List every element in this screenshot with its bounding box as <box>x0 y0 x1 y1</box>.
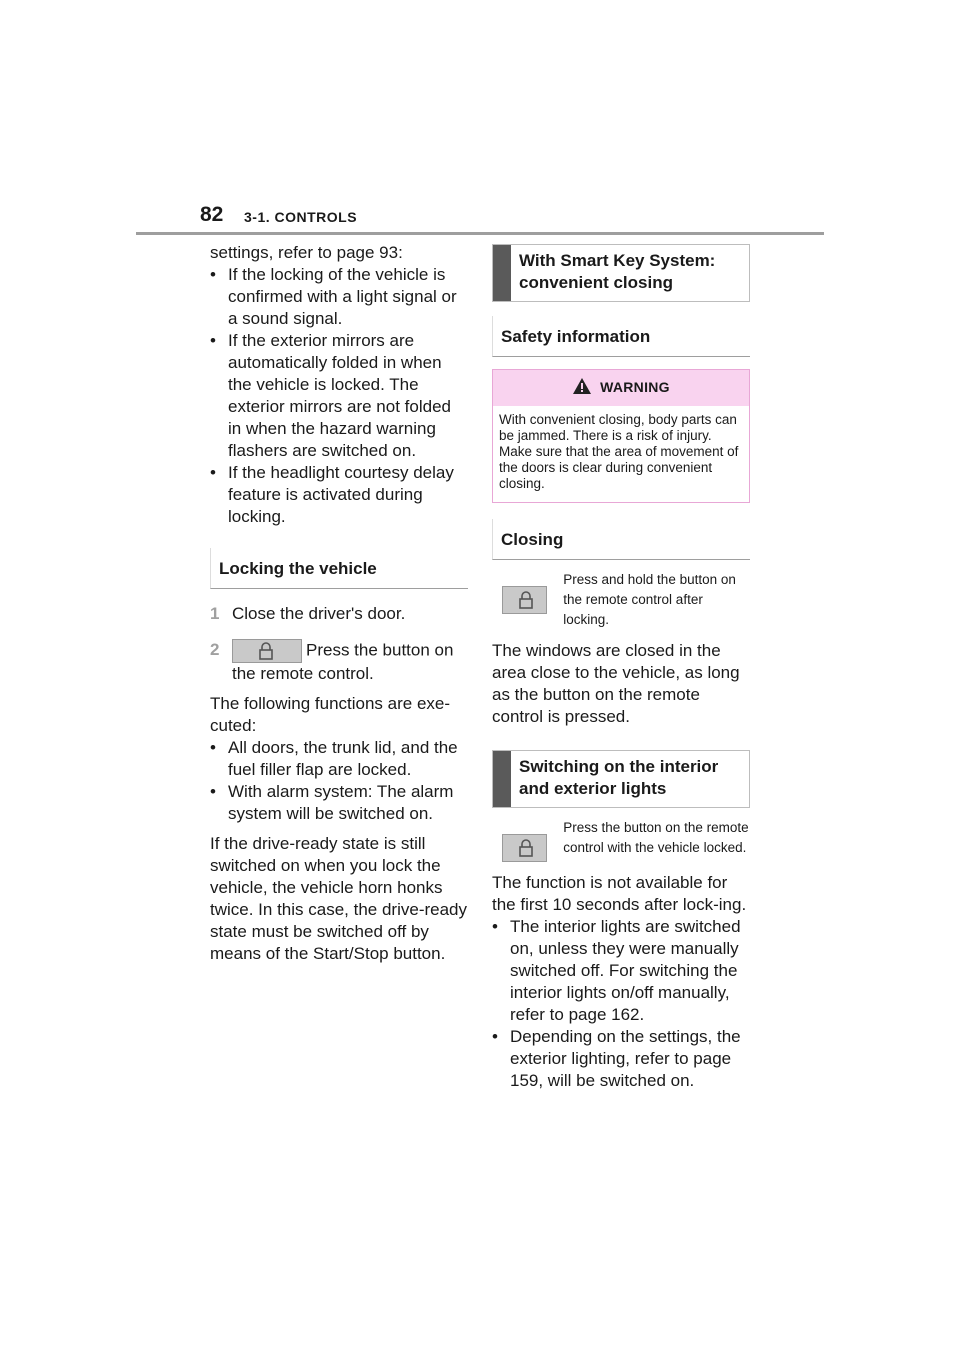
lock-button-icon <box>232 639 302 663</box>
step-2: 2 Press the button on the remote control… <box>210 639 468 685</box>
closing-paragraph: The windows are closed in the area close… <box>492 641 740 726</box>
drive-ready-paragraph: If the drive-ready state is still switch… <box>210 834 468 963</box>
warning-title: WARNING <box>600 379 670 395</box>
lock-icon <box>519 839 533 857</box>
closing-instruction-text: Press and hold the button on the remote … <box>563 572 736 627</box>
step-number: 2 <box>210 640 220 659</box>
list-item: If the headlight courtesy delay feature … <box>210 462 468 528</box>
heading-convenient-closing: With Smart Key System: convenient closin… <box>492 244 750 302</box>
closing-instruction: Press and hold the button on the remote … <box>492 570 750 630</box>
lock-button-icon <box>502 834 548 862</box>
section-title: 3-1. CONTROLS <box>244 209 358 225</box>
list-item: The interior lights are switched on, unl… <box>492 916 750 1026</box>
list-item: If the locking of the vehicle is confirm… <box>210 264 468 330</box>
step-number: 1 <box>210 604 220 623</box>
heading-safety-information: Safety information <box>492 316 750 357</box>
left-column: settings, refer to page 93: If the locki… <box>210 242 468 965</box>
lock-icon <box>519 591 533 609</box>
list-item: With alarm system: The alarm system will… <box>210 781 468 825</box>
lights-instruction: Press the button on the remote control w… <box>492 818 750 862</box>
right-column: With Smart Key System: convenient closin… <box>492 244 750 1092</box>
step-text: Press the button on the remote control. <box>232 640 454 683</box>
lights-instruction-text: Press the button on the remote control w… <box>563 820 749 855</box>
lights-list: The interior lights are switched on, unl… <box>492 916 750 1092</box>
lock-button-icon <box>502 586 548 614</box>
functions-intro: The following functions are exe-cuted: <box>210 694 451 735</box>
lights-paragraph: The function is not available for the fi… <box>492 873 747 914</box>
warning-header: WARNING <box>493 370 749 406</box>
heading-interior-exterior-lights: Switching on the interior and exterior l… <box>492 750 750 808</box>
lock-icon <box>259 642 273 660</box>
header-divider <box>136 232 824 235</box>
list-item: Depending on the settings, the exterior … <box>492 1026 750 1092</box>
list-item: All doors, the trunk lid, and the fuel f… <box>210 737 468 781</box>
step-1: 1 Close the driver's door. <box>210 603 468 625</box>
settings-list: If the locking of the vehicle is confirm… <box>210 264 468 528</box>
intro-text: settings, refer to page 93: <box>210 243 403 262</box>
page-number: 82 <box>200 203 224 226</box>
heading-locking-vehicle: Locking the vehicle <box>210 548 468 589</box>
step-text: Close the driver's door. <box>232 604 406 623</box>
functions-list: All doors, the trunk lid, and the fuel f… <box>210 737 468 825</box>
warning-text: With convenient closing, body parts can … <box>499 412 739 491</box>
warning-triangle-icon <box>573 378 592 394</box>
list-item: If the exterior mirrors are automaticall… <box>210 330 468 462</box>
warning-box: WARNING With convenient closing, body pa… <box>492 369 750 503</box>
page-header: 82 3-1. CONTROLS <box>0 0 960 236</box>
heading-closing: Closing <box>492 519 750 560</box>
